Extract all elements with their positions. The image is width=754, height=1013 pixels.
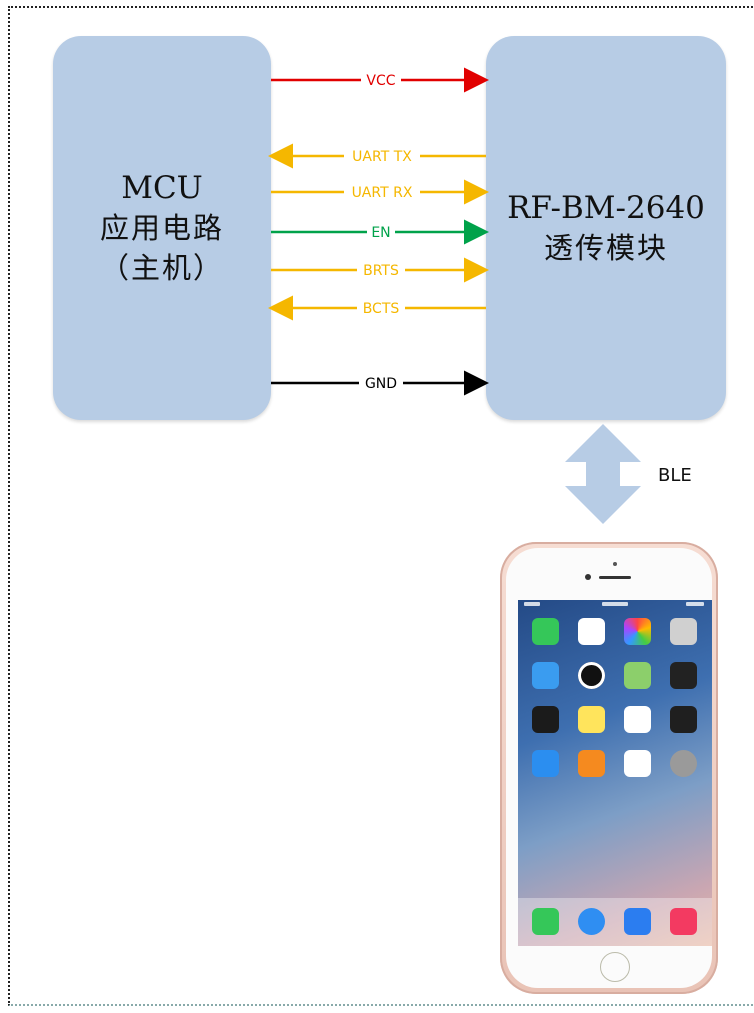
reminders-app-icon — [624, 706, 651, 733]
signal-vcc: VCC — [271, 67, 489, 93]
rf-module-block: RF-BM-2640 透传模块 — [486, 36, 726, 420]
maps-app-icon — [624, 662, 651, 689]
signal-uart-tx: UART TX — [268, 143, 486, 169]
signal-label-gnd: GND — [365, 376, 397, 392]
health-app-icon — [624, 750, 651, 777]
music-app-icon — [670, 908, 697, 935]
mcu-role: （主机） — [99, 251, 224, 285]
signal-en: EN — [271, 219, 489, 245]
diagram-frame — [8, 6, 754, 1006]
rf-module-title: RF-BM-2640 — [507, 190, 705, 226]
phone-sensor — [613, 562, 617, 566]
home-button — [600, 952, 630, 982]
phone-front — [506, 548, 712, 988]
phone-app-icon — [532, 908, 559, 935]
app-store-icon — [532, 750, 559, 777]
settings-app-icon — [670, 750, 697, 777]
stocks-app-icon — [670, 706, 697, 733]
clock-app-icon — [578, 662, 605, 689]
mail-app-icon — [624, 908, 651, 935]
ble-double-arrow — [565, 424, 641, 524]
videos-app-icon — [670, 662, 697, 689]
phone-screen — [518, 600, 712, 946]
calendar-app-icon — [578, 618, 605, 645]
signal-brts: BRTS — [271, 257, 489, 283]
ble-label: BLE — [658, 465, 692, 486]
camera-app-icon — [670, 618, 697, 645]
safari-app-icon — [578, 908, 605, 935]
signal-label-vcc: VCC — [366, 73, 395, 89]
notes-app-icon — [578, 706, 605, 733]
mcu-title: MCU — [121, 170, 203, 206]
signal-label-uart-tx: UART TX — [352, 149, 412, 165]
signal-label-uart-rx: UART RX — [352, 185, 413, 201]
phone-dock — [518, 898, 712, 946]
signal-label-bcts: BCTS — [363, 301, 400, 317]
signal-uart-rx: UART RX — [271, 179, 489, 205]
rf-module-subtitle: 透传模块 — [543, 231, 668, 265]
front-camera-icon — [585, 574, 591, 580]
signal-bcts: BCTS — [268, 295, 486, 321]
mcu-subtitle: 应用电路 — [99, 211, 224, 245]
phone-speaker — [599, 576, 631, 579]
wallet-app-icon — [532, 706, 559, 733]
phone-status-bar — [518, 602, 712, 610]
photos-app-icon — [624, 618, 651, 645]
mcu-block: MCU 应用电路 （主机） — [53, 36, 271, 420]
messages-app-icon — [532, 618, 559, 645]
weather-app-icon — [532, 662, 559, 689]
signal-gnd: GND — [271, 370, 489, 396]
smartphone-illustration — [500, 542, 718, 994]
signal-label-en: EN — [371, 225, 390, 241]
signal-label-brts: BRTS — [363, 263, 399, 279]
books-app-icon — [578, 750, 605, 777]
